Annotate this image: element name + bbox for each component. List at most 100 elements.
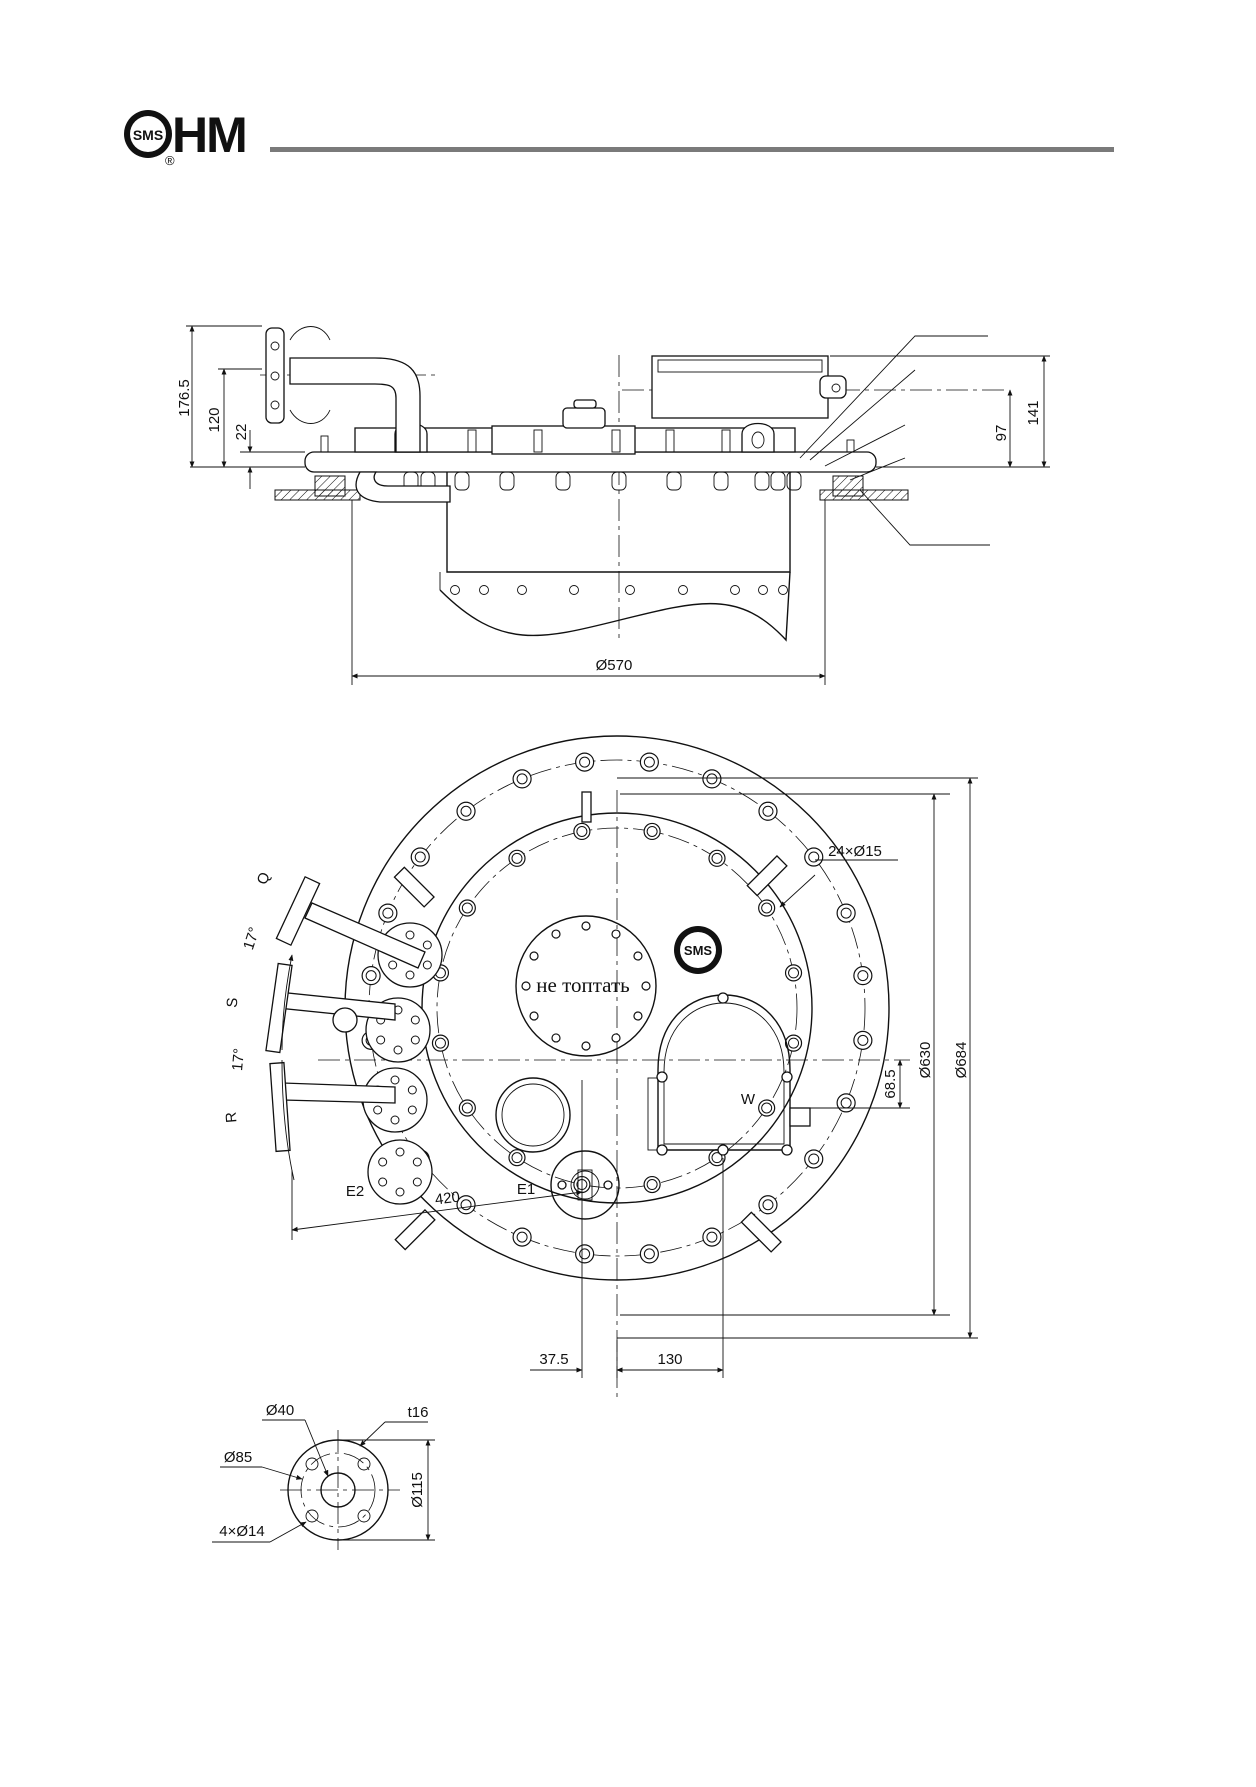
dim-right-inner: 97 bbox=[993, 425, 1010, 442]
top-view: не топтать SMS W bbox=[223, 735, 978, 1400]
hatch-bolt bbox=[529, 1011, 539, 1021]
inner-bolt-hole bbox=[643, 1175, 661, 1194]
inner-bolt-hole bbox=[458, 1099, 476, 1117]
slot-tr bbox=[746, 855, 788, 897]
outer-bolt-hole bbox=[758, 1195, 778, 1215]
header: SMS HM ® bbox=[124, 107, 1114, 168]
flange-s bbox=[265, 962, 293, 1054]
deck-plate bbox=[304, 451, 877, 473]
e1-fitting bbox=[550, 1150, 620, 1220]
hatch-bolt bbox=[551, 929, 561, 939]
label-angle-top: 17° bbox=[240, 925, 263, 952]
inner-bolt-hole bbox=[431, 1034, 450, 1052]
outer-bolt-hole bbox=[361, 966, 381, 986]
inner-bolt-hole bbox=[643, 822, 661, 841]
hatch-bolt bbox=[633, 951, 643, 961]
w-compartment: W bbox=[647, 992, 811, 1156]
logo-text: SMS bbox=[133, 127, 163, 143]
inspection-hatch: не топтать bbox=[515, 915, 657, 1057]
label-w: W bbox=[741, 1091, 756, 1108]
open-port bbox=[495, 1077, 571, 1153]
outer-bolt-hole bbox=[512, 769, 532, 789]
lower-holes bbox=[450, 585, 788, 595]
hatch-bolt bbox=[581, 1041, 591, 1051]
hatch-bolt bbox=[529, 951, 539, 961]
dim-diagonal: 420 bbox=[434, 1189, 461, 1209]
side-view: 176.5 120 22 97 141 Ø570 bbox=[176, 325, 1050, 685]
label-r: R bbox=[223, 1111, 241, 1123]
outer-bolt-hole bbox=[836, 903, 856, 923]
outer-bolt-hole bbox=[804, 1149, 824, 1169]
inner-bolt-hole bbox=[508, 849, 526, 867]
dim-bolt-circle: Ø85 bbox=[224, 1449, 252, 1466]
hatch-bolt bbox=[581, 921, 591, 931]
outer-bolt-hole bbox=[575, 752, 595, 772]
control-box bbox=[651, 355, 829, 419]
inner-bolt-hole bbox=[458, 899, 476, 917]
outer-bolt-hole bbox=[836, 1093, 856, 1113]
svg-text:SMS: SMS bbox=[684, 943, 713, 958]
outer-bolt-hole bbox=[702, 769, 722, 789]
label-q: Q bbox=[254, 870, 274, 887]
registered-mark: ® bbox=[165, 153, 175, 168]
hatch-text: не топтать bbox=[536, 973, 629, 997]
hatch-bolt bbox=[551, 1033, 561, 1043]
hatch-bolt bbox=[521, 981, 531, 991]
label-e2: E2 bbox=[346, 1183, 364, 1200]
outer-bolt-hole bbox=[804, 847, 824, 867]
lifting-lug-right bbox=[741, 422, 775, 453]
side-pipe bbox=[289, 357, 421, 453]
outer-bolt-hole bbox=[575, 1244, 595, 1264]
hatch-bolt bbox=[633, 1011, 643, 1021]
inner-bolt-hole bbox=[508, 1149, 526, 1167]
outer-bolt-hole bbox=[758, 801, 778, 821]
dim-bottom-left: 37.5 bbox=[539, 1351, 568, 1368]
slot-top bbox=[581, 791, 592, 823]
dim-thickness: t16 bbox=[408, 1404, 429, 1421]
outer-bolt-hole bbox=[378, 903, 398, 923]
slot-br bbox=[740, 1211, 782, 1253]
hatch-bolt bbox=[611, 929, 621, 939]
sms-logo: SMS bbox=[124, 110, 172, 158]
slot-tl bbox=[393, 866, 435, 908]
dim-holes: 4×Ø14 bbox=[219, 1523, 264, 1540]
side-flange bbox=[265, 327, 285, 424]
pipe-pad bbox=[367, 1139, 433, 1205]
inner-bolt-hole bbox=[758, 899, 776, 917]
outer-bolt-hole bbox=[702, 1227, 722, 1247]
dim-bottom-right: 130 bbox=[657, 1351, 682, 1368]
dim-offset: 68.5 bbox=[882, 1069, 899, 1098]
dim-diameter-body: Ø570 bbox=[596, 657, 633, 674]
label-e1: E1 bbox=[517, 1181, 535, 1198]
outer-bolt-hole bbox=[410, 847, 430, 867]
inner-bolt-hole bbox=[573, 822, 591, 841]
lower-body bbox=[446, 472, 791, 573]
dim-bore: Ø40 bbox=[266, 1402, 294, 1419]
outer-bolt-hole bbox=[512, 1227, 532, 1247]
hatch-bolt bbox=[611, 1033, 621, 1043]
outer-bolt-hole bbox=[853, 966, 873, 986]
dim-pipe-height: 120 bbox=[206, 407, 223, 432]
header-rule bbox=[270, 147, 1114, 152]
inner-bolt-hole bbox=[784, 1034, 803, 1052]
dim-inner-diameter: Ø630 bbox=[917, 1042, 934, 1079]
flange-detail: Ø40 t16 Ø85 4×Ø14 Ø115 bbox=[212, 1402, 435, 1550]
flange-r bbox=[269, 1061, 291, 1153]
hole-callout: 24×Ø15 bbox=[828, 843, 882, 860]
outer-bolt-hole bbox=[853, 1030, 873, 1050]
flange-q bbox=[275, 875, 321, 947]
inner-bolt-hole bbox=[784, 964, 803, 982]
bolt-circle bbox=[368, 759, 866, 1257]
outer-bolt-hole bbox=[456, 801, 476, 821]
dim-flange-height: 22 bbox=[233, 424, 250, 441]
brand-text: HM bbox=[172, 107, 246, 163]
outer-bolt-hole bbox=[639, 752, 659, 772]
hatch-bolt bbox=[641, 981, 651, 991]
label-s: S bbox=[224, 997, 242, 1008]
cover-logo: SMS bbox=[674, 926, 722, 974]
bolt-row bbox=[403, 471, 802, 491]
outer-bolt-hole bbox=[639, 1244, 659, 1264]
inner-bolt-hole bbox=[758, 1099, 776, 1117]
dim-overall-height: 176.5 bbox=[176, 379, 193, 417]
